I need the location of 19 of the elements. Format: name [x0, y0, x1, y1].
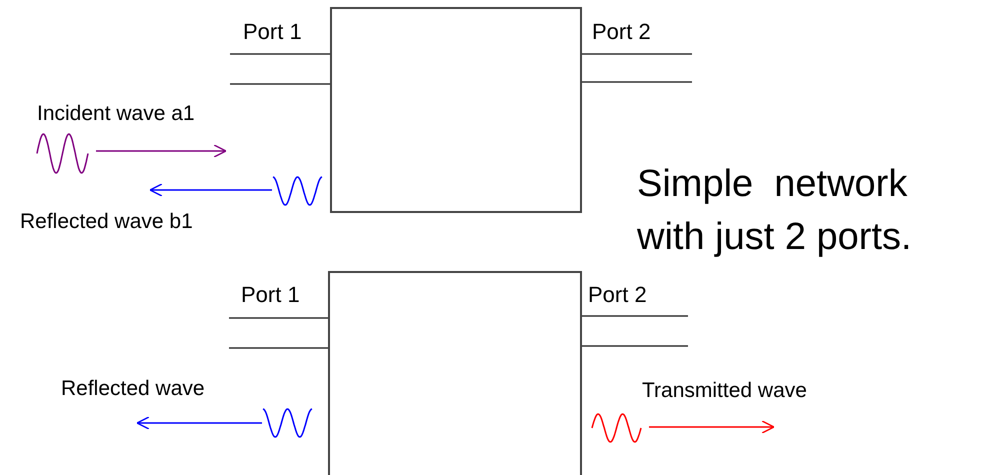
wave-icon: [273, 176, 322, 206]
wave-label: Transmitted wave: [642, 380, 807, 401]
arrow: [149, 183, 272, 197]
arrow: [649, 420, 775, 434]
network-box: [330, 7, 582, 213]
arrow: [136, 416, 262, 430]
port-label: Port 1: [241, 284, 300, 306]
wave-label: Reflected wave: [61, 378, 205, 399]
wave-label: Incident wave a1: [37, 103, 195, 124]
wave-label: Reflected wave b1: [20, 211, 193, 232]
port-label: Port 2: [588, 284, 647, 306]
port-label: Port 2: [592, 21, 651, 43]
wave-icon: [263, 408, 312, 438]
network-box: [328, 271, 582, 475]
wave-icon: [37, 133, 88, 174]
port-label: Port 1: [243, 21, 302, 43]
caption-text: Simple network with just 2 ports.: [637, 162, 913, 260]
arrow: [96, 144, 227, 158]
wave-icon: [592, 413, 641, 443]
